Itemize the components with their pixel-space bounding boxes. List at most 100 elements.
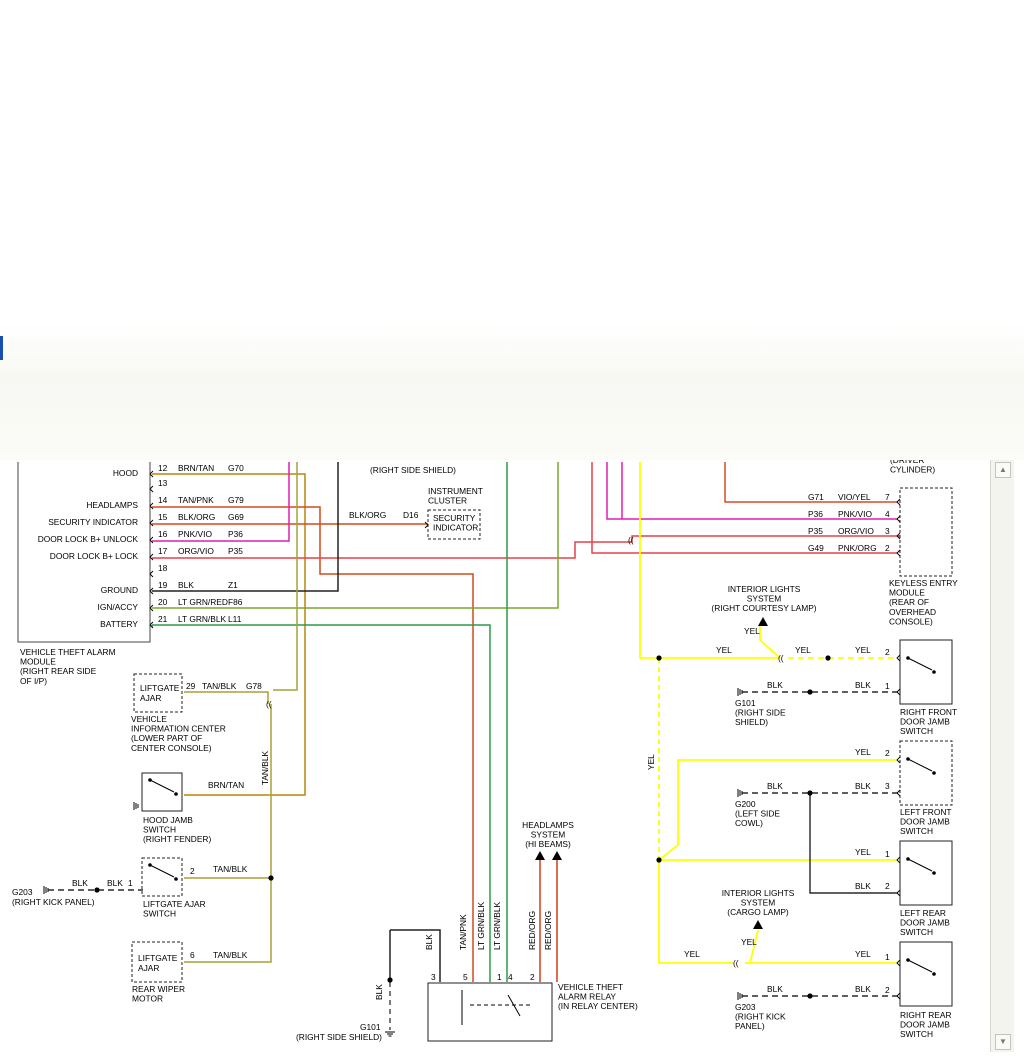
g101-right-label: G101	[735, 698, 756, 708]
relay-pin-number: 3	[431, 972, 436, 982]
module-wire-color: TAN/PNK	[178, 495, 214, 505]
ground-icon	[737, 992, 743, 1000]
wire-yel-lf	[658, 759, 898, 861]
door-switch-connector-icon	[896, 688, 901, 696]
yel-wire-label: YEL	[646, 754, 656, 770]
g203-ground-icon	[43, 886, 49, 894]
g101-ground-icon	[385, 1031, 395, 1037]
module-pin-number: 19	[158, 580, 168, 590]
vertical-wire-label: TAN/BLK	[260, 750, 270, 785]
keyless-wire-color: PNK/ORG	[838, 543, 877, 553]
relay-wire-label: RED/ORG	[527, 911, 537, 950]
door-jamb-switch-rr-box	[899, 941, 953, 1007]
module-circuit-id: Z1	[228, 580, 238, 590]
module-pin-label: DOOR LOCK B+ LOCK	[50, 551, 139, 561]
g200-label: G200	[735, 799, 756, 809]
scroll-up-button[interactable]: ▲	[995, 462, 1011, 478]
module-pin-number: 13	[158, 478, 168, 488]
courtesy-lamp-label: SYSTEM	[747, 594, 781, 604]
wire-lt-grn-blk-battery	[152, 624, 491, 982]
instrument-cluster-label: CLUSTER	[428, 496, 467, 506]
keyless-module-name: CONSOLE)	[889, 616, 933, 626]
door-jamb-switch-contact-icon	[906, 958, 936, 976]
yel-wire-label: YEL	[795, 645, 811, 655]
vic-circuit-id: G78	[246, 681, 262, 691]
blk-wire-label: BLK	[107, 878, 123, 888]
module-connector-icon	[149, 587, 154, 595]
wire-yel-cargo	[749, 929, 759, 964]
scroll-down-button[interactable]: ▼	[995, 1034, 1011, 1050]
module-pin-number: 12	[158, 463, 168, 473]
liftgate-ajar-box-label: AJAR	[140, 693, 161, 703]
keyless-module-name: OVERHEAD	[889, 607, 936, 617]
wire-yel-main	[639, 462, 780, 659]
rr-switch-name: SWITCH	[900, 1029, 933, 1039]
keyless-wire-color: PNK/VIO	[838, 509, 872, 519]
module-connector-icon	[149, 536, 154, 544]
module-pin-number: 16	[158, 529, 168, 539]
liftgate-switch-pin-left: 1	[128, 878, 133, 888]
module-name: MODULE	[20, 657, 56, 667]
rear-wiper-name: REAR WIPER	[132, 984, 185, 994]
headlamps-system-label: HEADLAMPS	[522, 820, 574, 830]
module-wire-color: BLK	[178, 580, 194, 590]
g200-label: COWL)	[735, 818, 763, 828]
relay-name: (IN RELAY CENTER)	[558, 1001, 638, 1011]
door-jamb-switch-contact-icon	[906, 757, 936, 775]
relay-wire-label: LT GRN/BLK	[476, 901, 486, 950]
door-switch-pin-number: 2	[885, 748, 890, 758]
keyless-wire-color: ORG/VIO	[838, 526, 874, 536]
ground-icon	[737, 789, 743, 797]
hood-wire-color: BRN/TAN	[208, 780, 244, 790]
rear-wiper-box	[131, 941, 183, 983]
relay-pin-number: 4	[508, 972, 513, 982]
wire-blk-ground	[152, 462, 339, 592]
g203-right-label: G203	[735, 1002, 756, 1012]
module-circuit-id: P35	[228, 546, 243, 556]
vertical-scrollbar[interactable]: ▲ ▼	[990, 460, 1015, 1052]
module-connector-icon	[149, 621, 154, 629]
keyless-circuit-id: P35	[808, 526, 823, 536]
wire-brn-tan-hood	[152, 473, 306, 796]
wire-tan-pnk-headlamps	[152, 506, 474, 982]
g203-right-label: PANEL)	[735, 1021, 765, 1031]
door-jamb-switch-contact-icon	[906, 656, 936, 674]
rear-wiper-box-label: AJAR	[138, 963, 159, 973]
ground-icon	[737, 688, 743, 696]
module-pin-number: 20	[158, 597, 168, 607]
inline-connector-icon: ((	[733, 958, 739, 968]
wire-lt-grn-red-ign	[152, 462, 559, 609]
keyless-circuit-id: G71	[808, 492, 824, 502]
module-wire-color: LT GRN/BLK	[178, 614, 227, 624]
splice-dot	[656, 655, 662, 661]
lf-switch-name: DOOR JAMB	[900, 817, 950, 827]
hood-switch-box	[141, 772, 183, 812]
g200-label: (LEFT SIDE	[735, 809, 780, 819]
driver-cylinder-label: (DRIVER	[890, 460, 924, 465]
relay-name: ALARM RELAY	[558, 992, 616, 1002]
wire-org-vio-lock	[152, 535, 900, 559]
liftgate-ajar-vic-box	[133, 673, 183, 713]
vic-name: VEHICLE	[131, 714, 167, 724]
inline-connector-icon: ((	[778, 653, 784, 663]
door-switch-connector-icon	[896, 959, 901, 967]
g101-blk-label: BLK	[374, 984, 384, 1000]
relay-pin-number: 1	[497, 972, 502, 982]
module-wire-color: LT GRN/RED	[178, 597, 228, 607]
g101-right-label: SHIELD)	[735, 717, 768, 727]
keyless-pin-number: 2	[885, 543, 890, 553]
door-jamb-switch-contact-icon	[906, 857, 936, 875]
headlamps-system-label: SYSTEM	[531, 830, 565, 840]
blk-wire-label: BLK	[855, 984, 871, 994]
liftgate-switch-contact-icon	[148, 863, 178, 881]
wire-pnk-vio-p36	[606, 462, 898, 520]
module-connector-icon	[149, 485, 154, 493]
module-circuit-id: F86	[228, 597, 243, 607]
rear-wiper-box-label: LIFTGATE	[138, 953, 178, 963]
cargo-lamp-label: INTERIOR LIGHTS	[722, 888, 795, 898]
liftgate-switch-name: LIFTGATE AJAR	[143, 899, 206, 909]
lr-switch-name: DOOR JAMB	[900, 918, 950, 928]
door-jamb-switch-lr-box	[899, 840, 953, 906]
rear-wiper-pin-number: 6	[190, 950, 195, 960]
blk-wire-label: BLK	[767, 680, 783, 690]
